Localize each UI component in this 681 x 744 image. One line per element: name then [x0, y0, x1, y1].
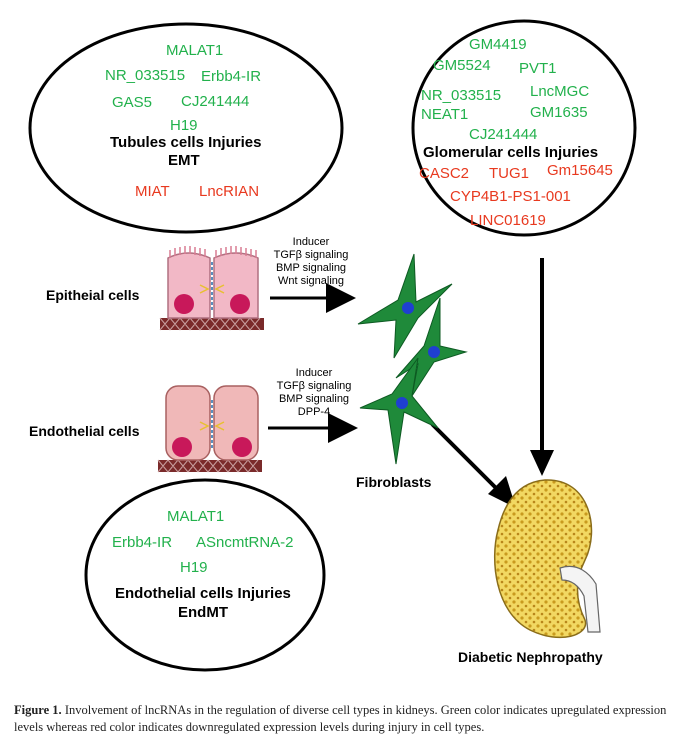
fibroblast-to-kidney-arrow — [430, 422, 502, 494]
glomerular-up-gene: PVT1 — [519, 60, 557, 77]
glomerular-up-gene: NR_033515 — [421, 87, 502, 104]
epithelial-cell-illustration — [159, 246, 264, 331]
caption-text: Involvement of lncRNAs in the regulation… — [14, 703, 667, 734]
inducer-item: Wnt signaling — [277, 275, 345, 287]
glomerular-down-gene: TUG1 — [489, 165, 530, 182]
tubules-up-gene: GAS5 — [112, 94, 153, 111]
endothelial-subtitle: EndMT — [178, 604, 228, 621]
epithelial-cells-label: Epitheial cells — [46, 287, 140, 303]
endothelial-up-gene: ASncmtRNA-2 — [196, 534, 294, 551]
glomerular-down-gene: CASC2 — [419, 165, 470, 182]
glomerular-up-gene: GM1635 — [530, 104, 588, 121]
figure-caption: Figure 1. Involvement of lncRNAs in the … — [14, 702, 669, 736]
tubules-up-gene: CJ241444 — [181, 93, 250, 110]
tubules-subtitle: EMT — [168, 152, 200, 169]
kidney-illustration — [493, 479, 601, 639]
inducer-item: TGFβ signaling — [276, 380, 352, 392]
endothelial-up-gene: Erbb4-IR — [112, 534, 173, 551]
glomerular-title: Glomerular cells Injuries — [423, 144, 599, 161]
tubules-up-gene: Erbb4-IR — [201, 68, 262, 85]
endothelial-title: Endothelial cells Injuries — [115, 585, 291, 602]
inducer-item: DPP-4 — [297, 406, 331, 418]
inducer-item: BMP signaling — [278, 393, 350, 405]
tubules-up-gene: H19 — [170, 117, 198, 134]
fibroblast-cells — [357, 253, 468, 465]
glomerular-down-gene: CYP4B1-PS1-001 — [450, 188, 571, 205]
glomerular-up-gene: NEAT1 — [421, 106, 469, 123]
tubules-circle — [28, 22, 344, 234]
tubules-down-gene: LncRIAN — [199, 183, 260, 200]
fibroblasts-label: Fibroblasts — [356, 474, 432, 490]
inducer-heading: Inducer — [292, 236, 330, 248]
epithelial-inducer-list: Inducer TGFβ signaling BMP signaling Wnt… — [271, 236, 351, 288]
endothelial-circle — [84, 478, 326, 672]
glomerular-up-gene: LncMGC — [530, 83, 590, 100]
glomerular-up-gene: GM5524 — [433, 57, 491, 74]
caption-prefix: Figure 1. — [14, 703, 62, 717]
glomerular-up-gene: CJ241444 — [469, 126, 538, 143]
inducer-item: TGFβ signaling — [273, 249, 349, 261]
tubules-title: Tubules cells Injuries — [110, 134, 262, 151]
kidney-label: Diabetic Nephropathy — [458, 649, 603, 665]
endothelial-up-gene: MALAT1 — [167, 508, 225, 525]
endothelial-cells-label: Endothelial cells — [29, 423, 140, 439]
glomerular-to-kidney-arrowhead — [530, 450, 554, 476]
fibroblast-to-kidney-arrowhead — [488, 476, 516, 508]
glomerular-up-gene: GM4419 — [469, 36, 527, 53]
inducer-heading: Inducer — [295, 367, 333, 379]
tubules-down-gene: MIAT — [135, 183, 170, 200]
endothelial-up-gene: H19 — [180, 559, 208, 576]
endothelial-inducer-list: Inducer TGFβ signaling BMP signaling DPP… — [274, 367, 354, 419]
glomerular-circle — [411, 19, 637, 237]
tubules-up-gene: NR_033515 — [105, 67, 186, 84]
glomerular-down-gene: LINC01619 — [470, 212, 546, 229]
inducer-item: BMP signaling — [275, 262, 347, 274]
tubules-up-gene: MALAT1 — [166, 42, 224, 59]
glomerular-down-gene: Gm15645 — [547, 162, 613, 179]
endothelial-cell-illustration — [157, 385, 262, 473]
